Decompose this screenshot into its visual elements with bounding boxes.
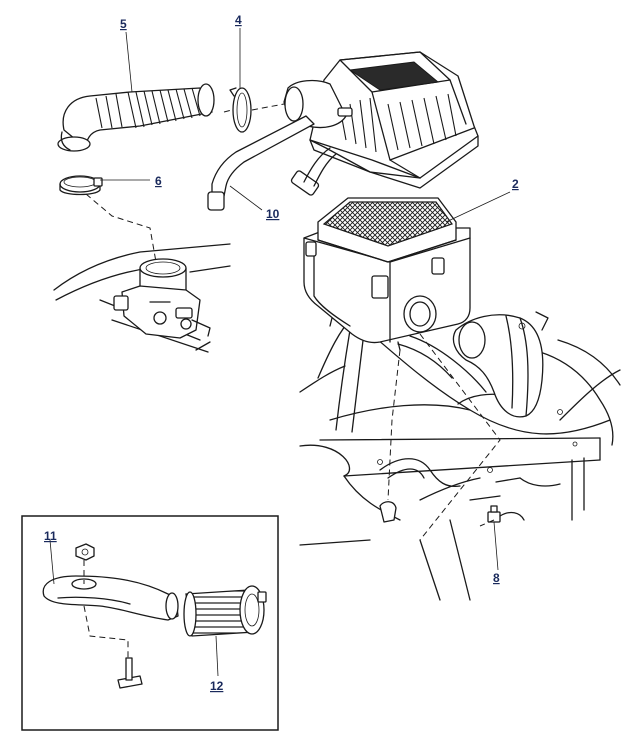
throttle-body: [53, 243, 231, 353]
hose-clamp: [59, 175, 103, 196]
callout-12: 12: [210, 679, 224, 693]
vehicle-body-structure: [299, 317, 621, 601]
mounting-bolt: [379, 501, 525, 523]
callout-11: 11: [44, 529, 57, 543]
callout-8: 8: [493, 571, 500, 585]
callout-2: 2: [512, 177, 519, 191]
cover-snout: [283, 79, 353, 129]
air-cleaner-housing: [303, 227, 471, 351]
inset-panel: [21, 515, 279, 731]
air-cleaner-cover: [309, 51, 479, 189]
inlet-duct: [452, 311, 549, 418]
leader-lines: [100, 28, 511, 571]
callout-5: 5: [120, 17, 127, 31]
callout-6: 6: [155, 174, 162, 188]
air-filter-element: [317, 197, 457, 263]
clamp: [229, 87, 252, 133]
vent-hose: [207, 115, 337, 211]
assembly-lines: [85, 103, 501, 541]
callout-10: 10: [266, 207, 280, 221]
callout-4: 4: [235, 13, 242, 27]
intake-hose: [57, 83, 215, 152]
